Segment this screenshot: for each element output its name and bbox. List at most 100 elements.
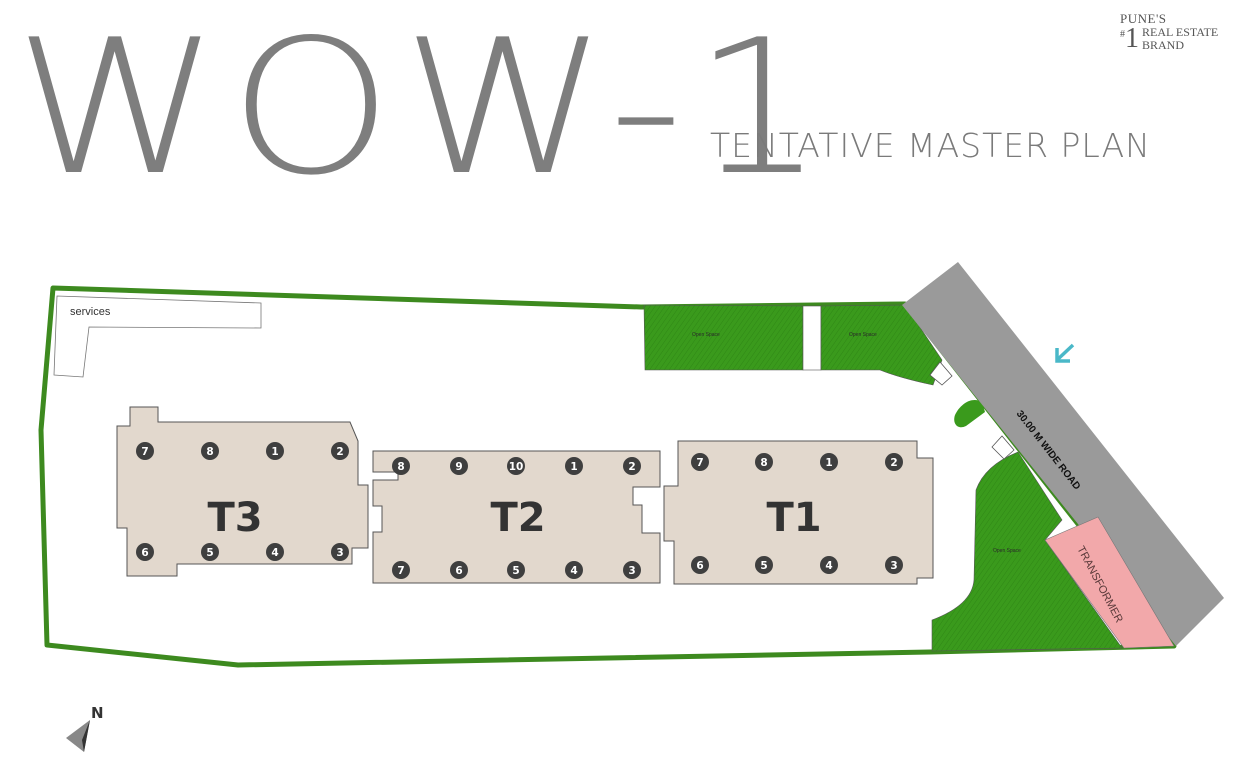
unit-marker: 8 bbox=[392, 457, 410, 475]
unit-marker: 8 bbox=[755, 453, 773, 471]
unit-marker: 4 bbox=[820, 556, 838, 574]
open-space-label-3: Open Space bbox=[993, 548, 1021, 554]
unit-marker: 4 bbox=[266, 543, 284, 561]
road-gate-structure-1 bbox=[929, 361, 953, 386]
open-space-label-1: Open Space bbox=[692, 332, 720, 338]
unit-marker: 5 bbox=[507, 561, 525, 579]
unit-number: 1 bbox=[271, 446, 278, 458]
unit-marker-circle bbox=[450, 561, 468, 579]
brand-line-3: BRAND bbox=[1142, 38, 1185, 52]
tower-t3-footprint bbox=[116, 406, 369, 577]
unit-marker: 2 bbox=[331, 442, 349, 460]
unit-number: 2 bbox=[336, 446, 343, 458]
unit-marker: 10 bbox=[507, 457, 525, 475]
unit-marker: 5 bbox=[755, 556, 773, 574]
unit-marker: 3 bbox=[331, 543, 349, 561]
unit-marker: 5 bbox=[201, 543, 219, 561]
unit-marker-circle bbox=[691, 556, 709, 574]
brand-logo: PUNE'S # 1 REAL ESTATE BRAND bbox=[1120, 11, 1220, 54]
unit-marker-circle bbox=[820, 453, 838, 471]
unit-number: 5 bbox=[760, 560, 767, 572]
unit-marker: 2 bbox=[623, 457, 641, 475]
unit-marker-circle bbox=[623, 561, 641, 579]
open-space-1 bbox=[643, 304, 804, 371]
unit-number: 4 bbox=[825, 560, 832, 572]
unit-number: 1 bbox=[825, 457, 832, 469]
unit-marker-circle bbox=[820, 556, 838, 574]
tower-t3: T3 7 8 1 2 6 5 4 3 bbox=[116, 406, 369, 577]
tower-t3-label: T3 bbox=[207, 495, 262, 541]
unit-marker-circle bbox=[691, 453, 709, 471]
unit-marker-circle bbox=[623, 457, 641, 475]
unit-marker-circle bbox=[136, 442, 154, 460]
unit-marker-circle bbox=[266, 543, 284, 561]
unit-marker: 6 bbox=[691, 556, 709, 574]
unit-marker: 1 bbox=[266, 442, 284, 460]
unit-marker: 2 bbox=[885, 453, 903, 471]
unit-marker-circle bbox=[755, 453, 773, 471]
unit-marker-circle bbox=[331, 543, 349, 561]
unit-marker-circle bbox=[201, 442, 219, 460]
tower-t1: T1 7 8 1 2 6 5 4 3 bbox=[663, 440, 934, 585]
unit-number: 5 bbox=[512, 565, 519, 577]
unit-marker: 6 bbox=[136, 543, 154, 561]
unit-number: 2 bbox=[628, 461, 635, 473]
tower-t2-label: T2 bbox=[490, 495, 545, 541]
page-subtitle: TENTATIVE MASTER PLAN bbox=[710, 126, 1151, 165]
services-area bbox=[53, 295, 262, 378]
unit-marker-circle bbox=[450, 457, 468, 475]
north-arrow-icon: N bbox=[66, 704, 104, 752]
unit-number: 3 bbox=[628, 565, 635, 577]
tower-t1-footprint bbox=[663, 440, 934, 585]
unit-marker: 9 bbox=[450, 457, 468, 475]
unit-number: 3 bbox=[890, 560, 897, 572]
entry-arrow-icon bbox=[1055, 343, 1075, 363]
open-space-gap bbox=[802, 305, 822, 371]
open-space-label-2: Open Space bbox=[849, 332, 877, 338]
unit-number: 7 bbox=[696, 457, 703, 469]
brand-line-2: REAL ESTATE bbox=[1142, 25, 1219, 39]
page-title: WOW-1 bbox=[14, 0, 835, 216]
open-space-bulb bbox=[954, 399, 985, 428]
unit-number: 1 bbox=[570, 461, 577, 473]
unit-marker-circle bbox=[565, 457, 583, 475]
tower-t2-footprint bbox=[372, 450, 661, 584]
brand-hash: # bbox=[1120, 29, 1125, 40]
unit-number: 4 bbox=[570, 565, 577, 577]
unit-number: 6 bbox=[141, 547, 148, 559]
north-label: N bbox=[91, 704, 104, 722]
unit-marker-circle bbox=[755, 556, 773, 574]
transformer bbox=[1044, 516, 1175, 649]
unit-marker: 3 bbox=[885, 556, 903, 574]
brand-line-1: PUNE'S bbox=[1120, 11, 1167, 26]
open-space-3 bbox=[931, 451, 1123, 652]
unit-marker-circle bbox=[331, 442, 349, 460]
road-gate-structure-2 bbox=[991, 435, 1015, 460]
services-label: services bbox=[70, 306, 111, 318]
unit-marker: 8 bbox=[201, 442, 219, 460]
unit-marker: 7 bbox=[136, 442, 154, 460]
brand-number: 1 bbox=[1125, 23, 1139, 54]
unit-number: 4 bbox=[271, 547, 278, 559]
unit-marker-circle bbox=[885, 453, 903, 471]
unit-number: 8 bbox=[206, 446, 213, 458]
unit-marker: 1 bbox=[565, 457, 583, 475]
unit-marker-circle bbox=[507, 561, 525, 579]
tower-t1-label: T1 bbox=[766, 495, 821, 541]
unit-number: 3 bbox=[336, 547, 343, 559]
unit-number: 8 bbox=[397, 461, 404, 473]
unit-marker: 1 bbox=[820, 453, 838, 471]
unit-number: 8 bbox=[760, 457, 767, 469]
wide-road bbox=[902, 262, 1224, 646]
unit-marker-circle bbox=[392, 457, 410, 475]
unit-number: 10 bbox=[509, 461, 524, 473]
unit-marker-circle bbox=[266, 442, 284, 460]
unit-marker: 7 bbox=[392, 561, 410, 579]
unit-marker-circle bbox=[565, 561, 583, 579]
unit-marker-circle bbox=[136, 543, 154, 561]
unit-marker-circle bbox=[885, 556, 903, 574]
unit-marker-circle bbox=[392, 561, 410, 579]
unit-marker-circle bbox=[201, 543, 219, 561]
